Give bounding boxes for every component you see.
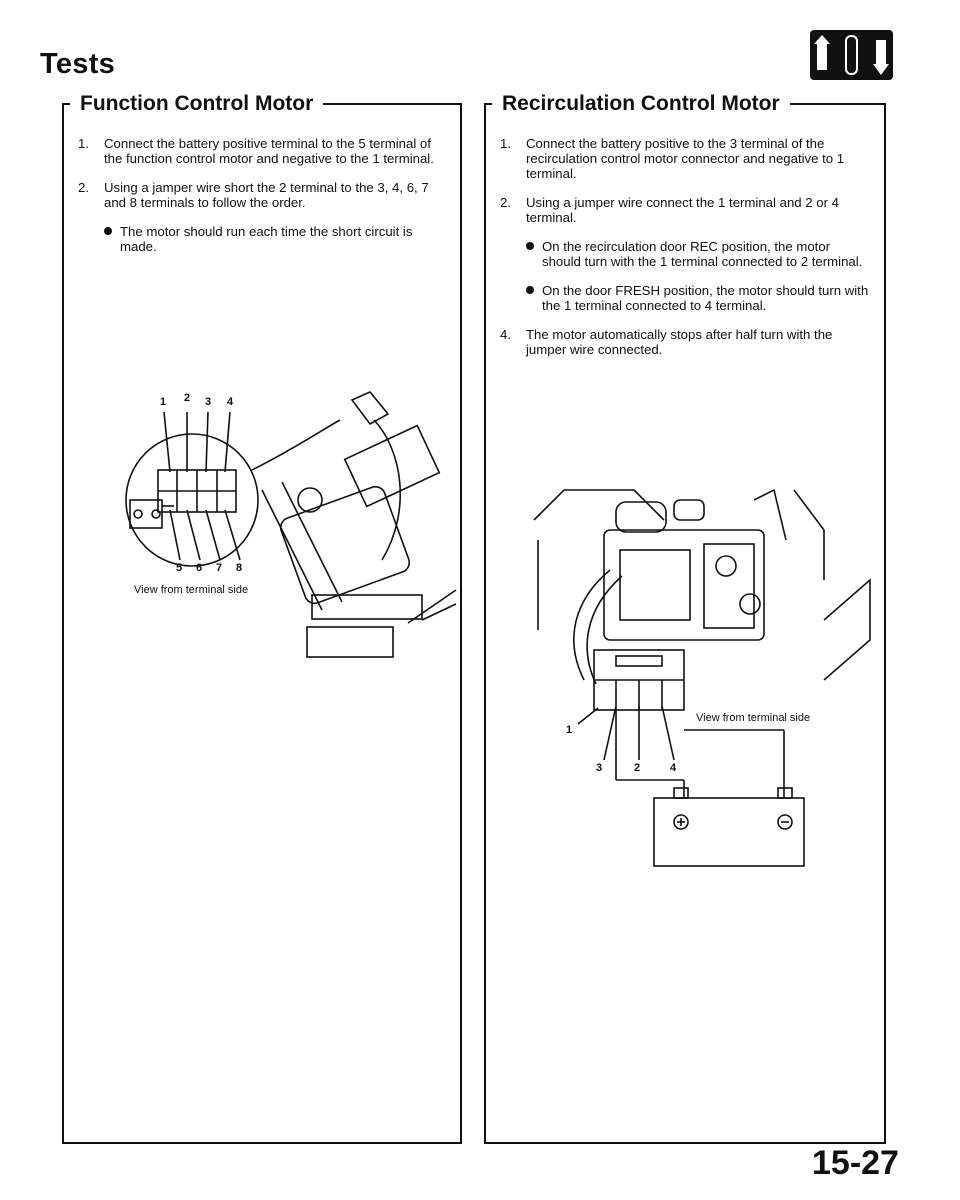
step-2: 2. Using a jumper wire connect the 1 ter…: [486, 195, 884, 225]
function-motor-diagram: 1 2 3 4 5 6 7 8 View from terminal side: [112, 390, 457, 660]
pin-label: 1: [566, 724, 573, 736]
section-header: Recirculation Control Motor: [484, 89, 886, 119]
step-number: 2.: [500, 195, 511, 210]
recirculation-control-motor-section: Recirculation Control Motor 1. Connect t…: [484, 89, 886, 1144]
section-title: Recirculation Control Motor: [492, 89, 790, 119]
bullet-text: The motor should run each time the short…: [120, 224, 413, 254]
pin-label: 4: [227, 396, 234, 408]
step-text: Connect the battery positive to the 3 te…: [526, 136, 845, 181]
pin-label: 3: [205, 396, 212, 408]
function-control-motor-section: Function Control Motor 1. Connect the ba…: [62, 89, 462, 1144]
heater-ac-section-icon: [810, 30, 893, 80]
bullet-text: On the door FRESH position, the motor sh…: [542, 283, 869, 313]
figure-caption: View from terminal side: [134, 584, 249, 596]
section-header: Function Control Motor: [62, 89, 462, 119]
step-1: 1. Connect the battery positive to the 3…: [486, 136, 884, 181]
step-number: 1.: [78, 136, 89, 151]
page-number: 15-27: [812, 1144, 899, 1182]
recirculation-motor-diagram: 1 3 2 4 View from terminal side: [524, 480, 874, 876]
bullet-item: On the door FRESH position, the motor sh…: [486, 283, 884, 313]
page-title: Tests: [40, 48, 116, 80]
step-1: 1. Connect the battery positive terminal…: [64, 136, 460, 166]
bullet-item: The motor should run each time the short…: [64, 224, 460, 254]
bullet-dot-icon: [526, 242, 534, 250]
figure-caption: View from terminal side: [696, 712, 811, 724]
pin-label: 8: [236, 562, 243, 574]
step-2: 2. Using a jamper wire short the 2 termi…: [64, 180, 460, 210]
pin-label: 4: [670, 762, 677, 774]
step-number: 1.: [500, 136, 511, 151]
step-number: 4.: [500, 327, 511, 342]
pin-label: 5: [176, 562, 183, 574]
bullet-dot-icon: [526, 286, 534, 294]
step-text: Using a jamper wire short the 2 terminal…: [104, 180, 429, 210]
pin-label: 7: [216, 562, 223, 574]
step-number: 2.: [78, 180, 89, 195]
bullet-item: On the recirculation door REC position, …: [486, 239, 884, 269]
pin-label: 2: [184, 392, 191, 404]
step-text: The motor automatically stops after half…: [526, 327, 833, 357]
pin-label: 6: [196, 562, 203, 574]
section-title: Function Control Motor: [70, 89, 324, 119]
pin-label: 2: [634, 762, 641, 774]
step-4: 4. The motor automatically stops after h…: [486, 327, 884, 357]
step-text: Connect the battery positive terminal to…: [104, 136, 434, 166]
pin-label: 3: [596, 762, 603, 774]
step-text: Using a jumper wire connect the 1 termin…: [526, 195, 839, 225]
bullet-dot-icon: [104, 227, 112, 235]
pin-label: 1: [160, 396, 167, 408]
bullet-text: On the recirculation door REC position, …: [542, 239, 863, 269]
